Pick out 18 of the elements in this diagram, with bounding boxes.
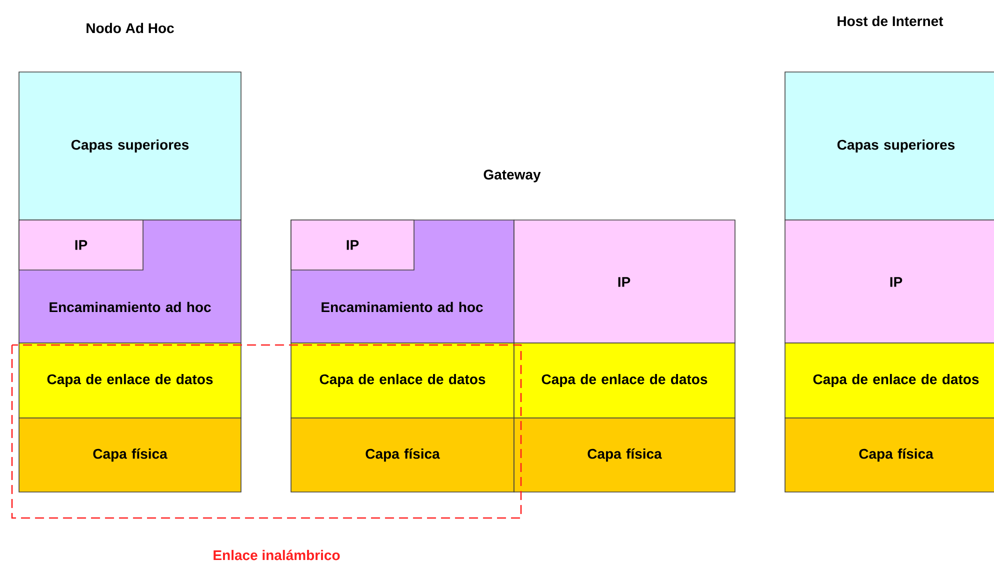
- node-label: Enlace inalámbrico: [214, 550, 340, 560]
- layer-box: Capa física: [784, 418, 994, 492]
- layer-box: Capas superiores: [784, 72, 994, 220]
- stack-heading: Nodo Ad Hoc: [86, 22, 174, 34]
- layer-box: Capa física: [18, 418, 242, 492]
- layer-box: Capas superiores: [18, 72, 242, 220]
- layer-box: Capa de enlace de datos: [290, 342, 514, 418]
- layer-box: Capa de enlace de datos: [18, 342, 242, 418]
- stack-heading: Host de Internet: [838, 16, 944, 26]
- layer-box: Capa física: [290, 418, 514, 492]
- layer-box: Capa de enlace de datos: [514, 342, 736, 418]
- stack-heading: Gateway: [484, 170, 541, 182]
- layer-box: IP: [514, 220, 736, 344]
- layer-box: IP: [18, 220, 144, 270]
- layer-box: Capa física: [514, 418, 736, 492]
- layer-box: IP: [784, 220, 994, 344]
- layer-box: IP: [290, 220, 414, 270]
- layer-box: Capa de enlace de datos: [784, 342, 994, 418]
